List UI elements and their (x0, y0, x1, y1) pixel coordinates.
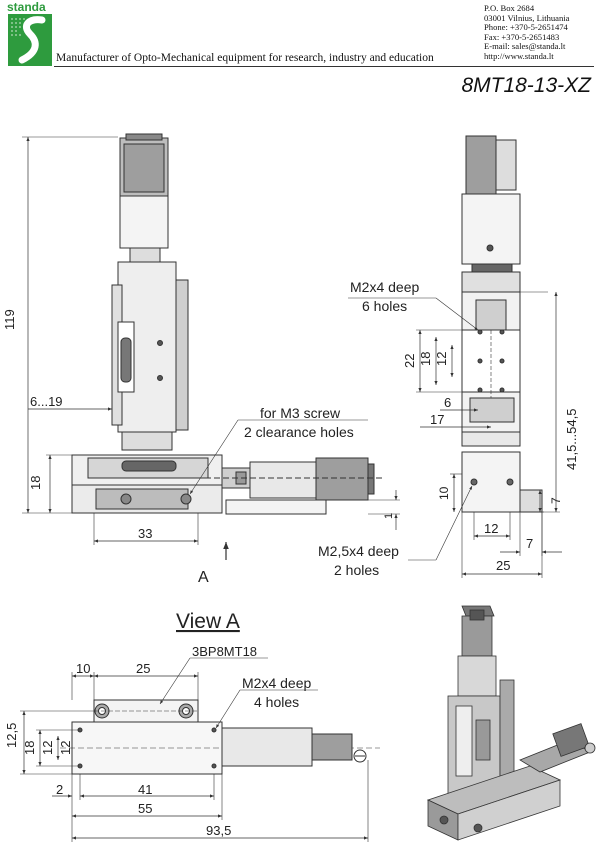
part-label: 3BP8MT18 (192, 644, 257, 659)
view-a-note-line2: 4 holes (254, 694, 299, 710)
dim-6-label: 6 (444, 395, 451, 410)
view-a-dim-55: 55 (138, 801, 152, 816)
view-a-title: View A (176, 610, 240, 633)
view-a-dim-12b: 12 (58, 741, 73, 755)
model-number: 8MT18-13-XZ (461, 74, 591, 97)
view-a-marker: A (198, 569, 209, 586)
view-a-drawing (20, 657, 380, 842)
view-a-dim-41: 41 (138, 782, 152, 797)
dim-17-label: 17 (430, 412, 444, 427)
dim-thickness-label: 1 (383, 513, 395, 519)
contact-line: E-mail: sales@standa.lt (484, 41, 566, 52)
m25-note-line2: 2 holes (334, 562, 379, 578)
contact-block: P.O. Box 2684 03001 Vilnius, Lithuania P… (484, 3, 570, 62)
dim-22-label: 22 (402, 354, 417, 368)
front-view (22, 133, 400, 560)
dim-12h-label: 12 (484, 521, 498, 536)
isometric-product-image (426, 605, 596, 841)
dim-18-label: 18 (418, 352, 433, 366)
standa-logo (8, 6, 52, 66)
m25-note-line1: M2,5x4 deep (318, 543, 399, 559)
m2-note-line2: 6 holes (362, 298, 407, 314)
view-a-dim-12-5: 12,5 (4, 723, 19, 748)
dim-25-label: 25 (496, 558, 510, 573)
logo-s-icon (8, 14, 52, 66)
dim-travel-label: 41,5...54,5 (564, 409, 579, 470)
dim-height-label: 119 (2, 309, 17, 330)
dim-base-label: 18 (28, 476, 43, 490)
dim-width-label: 33 (138, 526, 152, 541)
dim-10-label: 10 (437, 486, 451, 500)
view-a-dim-25: 25 (136, 661, 150, 676)
view-a-dim-10: 10 (76, 661, 90, 676)
view-a-note-line1: M2x4 deep (242, 675, 311, 691)
contact-line: Fax: +370-5-2651483 (484, 31, 560, 42)
m2-note-line1: M2x4 deep (350, 279, 419, 295)
header-divider (54, 66, 594, 67)
brand-name: standa (7, 0, 46, 14)
company-tagline: Manufacturer of Opto-Mechanical equipmen… (56, 52, 434, 64)
dim-7b-label: 7 (526, 536, 533, 551)
dim-range-label: 6...19 (30, 394, 63, 409)
dim-12v-label: 12 (434, 352, 449, 366)
view-a-dim-18: 18 (22, 741, 37, 755)
contact-line: Phone: +370-5-2651474 (484, 22, 568, 33)
view-a-dim-2: 2 (56, 782, 63, 797)
contact-line[interactable]: http://www.standa.lt (484, 50, 554, 61)
side-view (348, 135, 562, 578)
m3-note-line2: 2 clearance holes (244, 424, 354, 440)
contact-line: 03001 Vilnius, Lithuania (484, 12, 570, 23)
m3-note-line1: for M3 screw (260, 405, 341, 421)
view-a-dim-12a: 12 (40, 741, 55, 755)
contact-line: P.O. Box 2684 (484, 3, 535, 13)
dim-7a-label: 7 (549, 497, 563, 504)
view-a-dim-93-5: 93,5 (206, 823, 231, 838)
